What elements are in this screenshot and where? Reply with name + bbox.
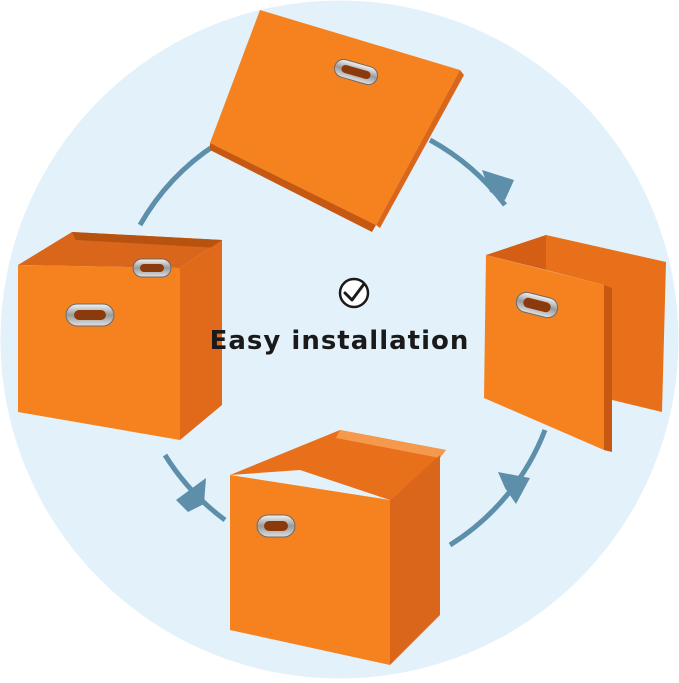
box-fully-assembled bbox=[18, 232, 222, 440]
handle-icon bbox=[334, 58, 378, 86]
box-sides-unfolded bbox=[484, 235, 666, 452]
box-folded-flat bbox=[210, 10, 464, 232]
check-circle-icon bbox=[338, 277, 370, 309]
arrow-head-icon bbox=[176, 170, 530, 512]
handle-icon bbox=[65, 303, 115, 327]
handle-icon bbox=[132, 258, 172, 278]
handle-icon bbox=[515, 291, 559, 319]
box-bottom-folding bbox=[230, 430, 446, 665]
handle-icon bbox=[256, 514, 296, 538]
caption-easy-installation: Easy installation bbox=[209, 326, 470, 356]
